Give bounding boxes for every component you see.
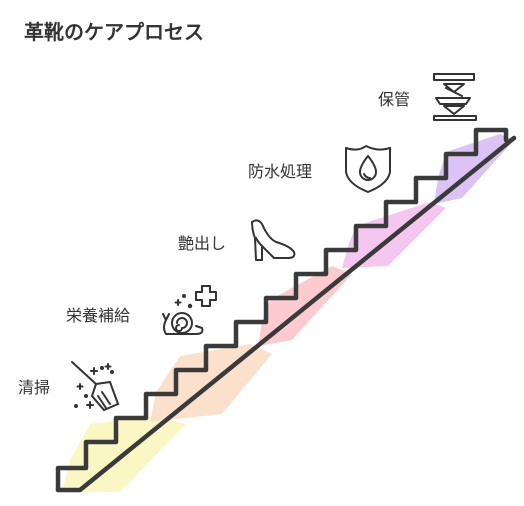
stair-stringer: [55, 135, 517, 493]
diagram-title: 革靴のケアプロセス: [24, 20, 204, 44]
step-label-4: 防水処理: [248, 162, 313, 181]
step-label-2: 栄養補給: [66, 306, 131, 325]
broom-icon: [71, 361, 120, 412]
water-drop-shield-icon: [345, 145, 391, 193]
snail-plus-icon: [162, 285, 217, 335]
step-label-3: 艶出し: [178, 234, 227, 253]
high-heel-icon: [251, 219, 296, 261]
step-label-1: 清掃: [18, 378, 51, 397]
stacked-boxes-icon: [433, 73, 477, 121]
step-label-5: 保管: [378, 90, 411, 109]
stair-steps-outline: [55, 127, 509, 493]
